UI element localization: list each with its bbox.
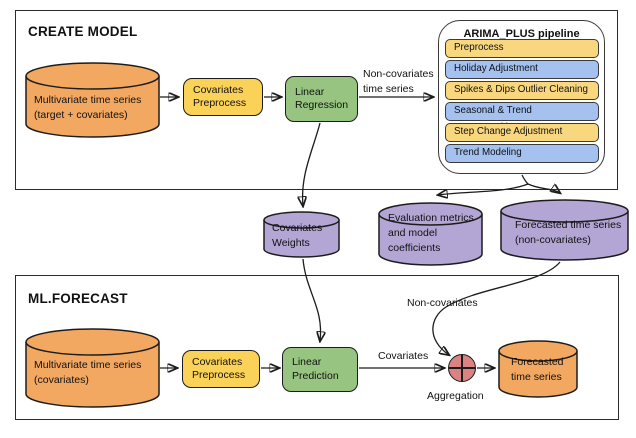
pipeline-step-step-change: Step Change Adjustment [445,123,599,142]
covariates-preprocess-box-train: Covariates Preprocess [183,78,263,116]
pipeline-step-spikes-dips: Spikes & Dips Outlier Cleaning [445,81,599,100]
pipeline-step-preprocess: Preprocess [445,39,599,58]
create-model-title: CREATE MODEL [28,24,138,39]
evaluation-metrics-cylinder: Evaluation metrics and model coefficient… [378,202,483,266]
covariates-edge-label: Covariates [378,350,429,362]
forecast-noncovariates-cylinder: Forecasted time series (non-covariates) [500,199,629,261]
covariates-input-cylinder: Multivariate time series (covariates) [25,328,160,408]
noncovariates-edge-label: Non-covariates [407,297,478,309]
covariates-preprocess-box-forecast: Covariates Preprocess [182,350,260,388]
pipeline-step-holiday-adjustment: Holiday Adjustment [445,60,599,79]
covariates-input-label: Multivariate time series (covariates) [34,359,142,386]
linear-prediction-box: Linear Prediction [282,347,358,392]
evaluation-metrics-label: Evaluation metrics and model coefficient… [388,212,474,254]
forecast-output-label: Forecasted time series [511,356,564,383]
multivariate-input-label: Multivariate time series (target + covar… [34,94,142,121]
covariates-weights-cylinder: Covariates Weights [263,211,340,258]
ml-forecast-title: ML.FORECAST [28,291,128,306]
linear-regression-box: Linear Regression [285,76,358,122]
arima-pipeline-steps: Preprocess Holiday Adjustment Spikes & D… [445,39,599,163]
forecast-output-cylinder: Forecasted time series [498,340,578,398]
cylinder-icon [500,199,629,261]
covariates-weights-label: Covariates Weights [272,222,323,249]
arima-pipeline-title: ARIMA_PLUS pipeline [463,28,580,40]
pipeline-step-trend-modeling: Trend Modeling [445,144,599,163]
multivariate-input-cylinder: Multivariate time series (target + covar… [25,62,160,138]
aggregation-cross-horizontal [449,367,475,369]
arima-plus-pipeline: ARIMA_PLUS pipeline Preprocess Holiday A… [438,20,605,174]
aggregation-node-icon [448,354,476,382]
cylinder-icon [378,202,483,266]
aggregation-label: Aggregation [427,390,484,402]
forecast-noncovariates-label: Forecasted time series (non-covariates) [515,219,622,246]
cylinder-icon [25,328,160,408]
noncovariates-timeseries-label: Non-covariates time series [363,68,434,95]
cylinder-icon [25,62,160,138]
cylinder-icon [263,211,340,258]
pipeline-step-seasonal-trend: Seasonal & Trend Decomposition [445,102,599,133]
